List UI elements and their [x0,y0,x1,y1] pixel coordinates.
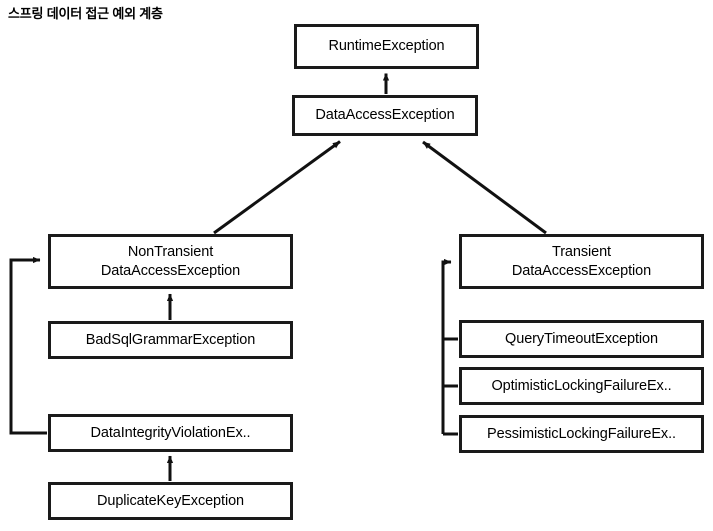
class-box-data-access-exception: DataAccessException [292,95,478,136]
class-box-non-transient-data-access-exception: NonTransient DataAccessException [48,234,293,289]
class-box-label: QueryTimeoutException [505,330,658,347]
class-box-label: BadSqlGrammarException [85,331,256,348]
class-box-label: NonTransient DataAccessException [100,243,241,279]
edge-dataintegrity-to-nontransient [9,256,47,435]
class-box-pessimistic-locking-failure-exception: PessimisticLockingFailureEx.. [459,415,704,453]
class-box-data-integrity-violation-exception: DataIntegrityViolationEx.. [48,414,293,452]
class-box-label: RuntimeException [328,38,445,54]
class-box-label: DuplicateKeyException [96,492,244,509]
class-box-label: DataIntegrityViolationEx.. [90,424,251,441]
class-box-optimistic-locking-failure-exception: OptimisticLockingFailureEx.. [459,367,704,405]
class-box-label: Transient DataAccessException [511,243,652,279]
class-box-label: DataAccessException [315,107,455,123]
class-box-runtime-exception: RuntimeException [294,24,479,69]
class-box-query-timeout-exception: QueryTimeoutException [459,320,704,358]
edge-bus-to-transient [441,258,458,436]
class-box-label: PessimisticLockingFailureEx.. [487,425,676,442]
class-box-duplicate-key-exception: DuplicateKeyException [48,482,293,520]
class-box-label: OptimisticLockingFailureEx.. [491,377,672,394]
class-box-transient-data-access-exception: Transient DataAccessException [459,234,704,289]
class-box-bad-sql-grammar-exception: BadSqlGrammarException [48,321,293,359]
page-title: 스프링 데이터 접근 예외 계층 [8,6,163,21]
edge-transient-to-data-access [422,140,547,235]
edge-nontransient-to-data-access [213,140,341,235]
